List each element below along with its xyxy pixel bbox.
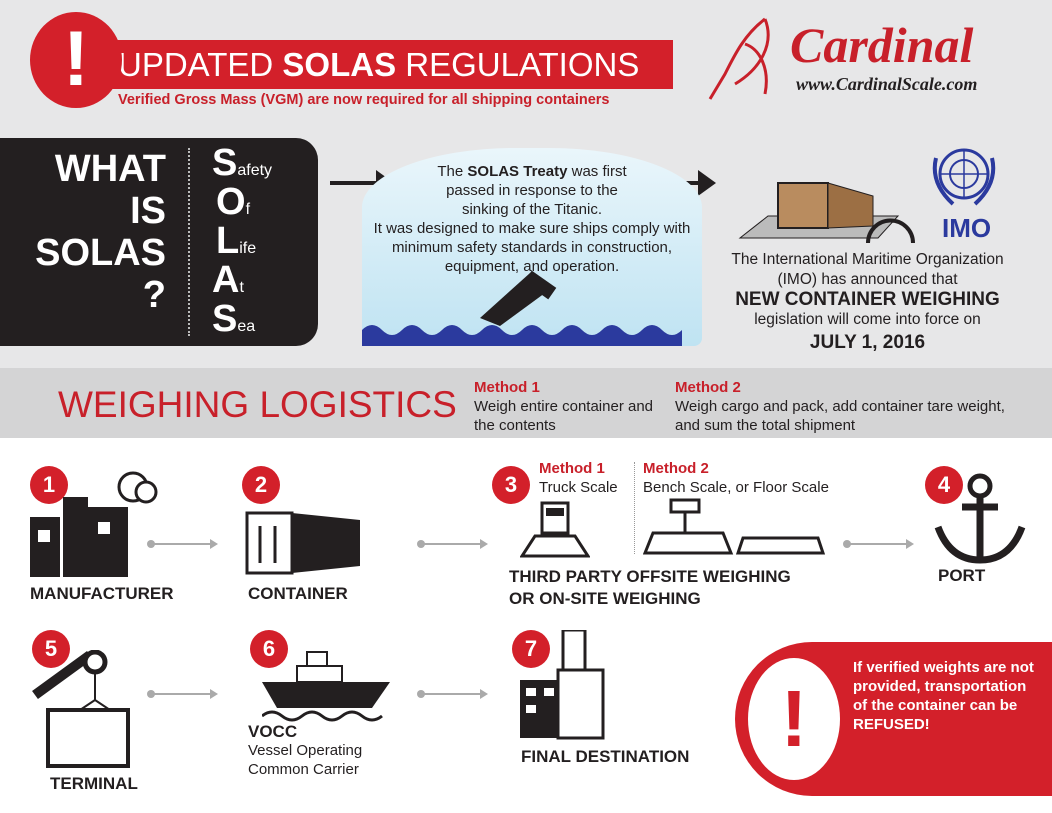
iceberg-illustration bbox=[362, 148, 702, 346]
divider bbox=[188, 148, 190, 336]
imo-line1: The International Maritime Organization … bbox=[731, 251, 1004, 288]
what-is-solas-heading: WHAT IS SOLAS ? bbox=[35, 148, 166, 316]
imo-bold: NEW CONTAINER WEIGHING bbox=[735, 289, 1000, 310]
page-title: UPDATED SOLAS REGULATIONS bbox=[100, 40, 673, 89]
step-number: 7 bbox=[512, 630, 550, 668]
acronym-letter: O bbox=[216, 181, 246, 223]
method-label: Method 1 bbox=[539, 460, 605, 477]
method2: Method 2 Weigh cargo and pack, add contai… bbox=[675, 378, 1005, 435]
acronym-letter: S bbox=[212, 298, 238, 340]
step-label: VOCC bbox=[248, 722, 298, 741]
subtitle: Verified Gross Mass (VGM) are now requir… bbox=[118, 92, 610, 108]
imo-announcement: The International Maritime Organization … bbox=[700, 250, 1035, 353]
title-bold: SOLAS bbox=[282, 46, 397, 83]
solas-acronym: Safety Of Life At Sea bbox=[212, 144, 272, 339]
title-post: REGULATIONS bbox=[396, 46, 640, 83]
step-number: 6 bbox=[250, 630, 288, 668]
method-text: Truck Scale bbox=[539, 479, 618, 496]
logistics-band bbox=[0, 368, 1052, 438]
method2-label: Method 2 bbox=[675, 379, 741, 396]
step-number: 5 bbox=[32, 630, 70, 668]
treaty-post: was first passed in response to the sink… bbox=[446, 163, 627, 218]
truck-scale-icon bbox=[520, 501, 590, 558]
heading-line: ? bbox=[142, 274, 166, 316]
connector-arrow bbox=[417, 689, 488, 699]
step3-method2: Method 2 Bench Scale, or Floor Scale bbox=[643, 459, 829, 497]
step-desc: Common Carrier bbox=[248, 761, 359, 778]
acronym-word: ife bbox=[239, 240, 257, 257]
step-label-line: THIRD PARTY OFFSITE WEIGHING bbox=[509, 567, 791, 586]
warning-text: If verified weights are not provided, tr… bbox=[853, 659, 1034, 733]
method-label: Method 2 bbox=[643, 460, 709, 477]
heading-line: SOLAS bbox=[35, 232, 166, 274]
acronym-letter: A bbox=[212, 259, 240, 301]
logistics-title: WEIGHING LOGISTICS bbox=[58, 384, 457, 425]
waves-icon bbox=[362, 325, 682, 346]
method1-text: Weigh entire container and the contents bbox=[474, 398, 654, 434]
step-label: PORT bbox=[938, 566, 986, 585]
un-emblem-icon bbox=[932, 148, 996, 206]
container-icon bbox=[245, 511, 360, 575]
building-icon bbox=[520, 630, 605, 740]
cardinal-logo: Cardinal bbox=[790, 17, 974, 73]
step3-method1: Method 1 Truck Scale bbox=[539, 459, 618, 497]
divider bbox=[634, 462, 635, 554]
method1: Method 1 Weigh entire container and the c… bbox=[474, 378, 664, 435]
cargo-ship-icon bbox=[262, 651, 390, 722]
sinking-ship-icon bbox=[480, 270, 557, 326]
step-label: TERMINAL bbox=[50, 774, 138, 793]
title-pre: UPDATED bbox=[118, 46, 283, 83]
acronym-word: ea bbox=[237, 318, 256, 335]
step-desc: Vessel Operating bbox=[248, 742, 363, 759]
step-label: CONTAINER bbox=[248, 584, 348, 603]
treaty-bold: SOLAS Treaty bbox=[467, 163, 568, 180]
treaty-pre: The bbox=[437, 163, 468, 180]
connector-arrow bbox=[147, 539, 218, 549]
method2-text: Weigh cargo and pack, add container tare… bbox=[675, 398, 1005, 434]
connector-arrow bbox=[843, 539, 914, 549]
step-label: THIRD PARTY OFFSITE WEIGHING OR ON-SITE W… bbox=[509, 566, 791, 610]
what-is-solas-box: WHAT IS SOLAS ? Safety Of Life At Sea bbox=[0, 138, 318, 346]
heading-line: WHAT bbox=[54, 148, 166, 190]
crane-icon bbox=[32, 650, 130, 768]
heading-line: IS bbox=[130, 190, 166, 232]
imo-date: JULY 1, 2016 bbox=[809, 332, 926, 353]
method-text: Bench Scale, or Floor Scale bbox=[643, 479, 829, 496]
exclamation-icon: ! bbox=[30, 12, 122, 108]
step-number: 2 bbox=[242, 466, 280, 504]
imo-line2: legislation will come into force on bbox=[754, 311, 981, 328]
step-label-line: OR ON-SITE WEIGHING bbox=[509, 589, 701, 608]
cardinal-url[interactable]: www.CardinalScale.com bbox=[796, 74, 978, 94]
acronym-word: t bbox=[239, 279, 244, 296]
step-label: FINAL DESTINATION bbox=[521, 747, 690, 766]
step-number: 4 bbox=[925, 466, 963, 504]
treaty-text: The SOLAS Treaty was first passed in res… bbox=[362, 162, 702, 276]
acronym-word: f bbox=[245, 201, 251, 218]
method1-label: Method 1 bbox=[474, 379, 540, 396]
acronym-letter: L bbox=[216, 220, 240, 262]
container-on-scale-icon bbox=[738, 182, 915, 243]
step-label: MANUFACTURER bbox=[30, 584, 174, 603]
warning-icon: ! bbox=[748, 658, 840, 780]
acronym-letter: S bbox=[212, 142, 238, 184]
imo-logo: IMO bbox=[942, 213, 992, 243]
anchor-icon bbox=[934, 473, 1026, 564]
cardinal-bird-icon bbox=[708, 17, 770, 100]
connector-arrow bbox=[147, 689, 218, 699]
step-number: 3 bbox=[492, 466, 530, 504]
treaty-line2: It was designed to make sure ships compl… bbox=[373, 220, 691, 275]
acronym-word: afety bbox=[237, 162, 273, 179]
step-number: 1 bbox=[30, 466, 68, 504]
factory-icon bbox=[30, 471, 158, 577]
connector-arrow bbox=[417, 539, 488, 549]
bench-floor-scale-icon bbox=[643, 498, 826, 555]
